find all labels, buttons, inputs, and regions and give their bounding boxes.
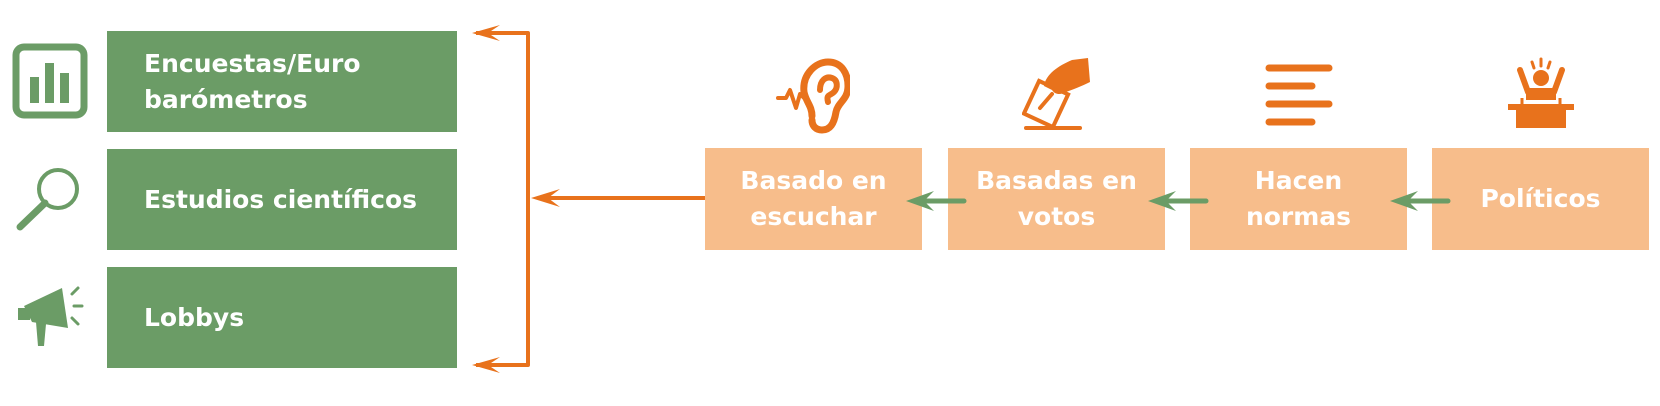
green-arrowhead-3 bbox=[1390, 191, 1418, 211]
source-box-surveys: Encuestas/Euro barómetros bbox=[107, 31, 457, 132]
chain-box-listening: Basado en escuchar bbox=[705, 148, 922, 250]
bracket-line bbox=[476, 31, 530, 367]
green-arrowhead-2 bbox=[1148, 191, 1176, 211]
ballot-vote-icon bbox=[1021, 56, 1094, 132]
source-label-studies: Estudios científicos bbox=[144, 184, 417, 214]
bar-chart-icon bbox=[12, 43, 88, 119]
green-arrowhead-1 bbox=[906, 191, 934, 211]
chain-label-politicians: Políticos bbox=[1480, 184, 1601, 213]
ear-icon bbox=[776, 56, 852, 134]
text-lines-icon bbox=[1264, 60, 1334, 130]
chain-label-listening: Basado en escuchar bbox=[740, 166, 887, 231]
chain-box-politicians: Políticos bbox=[1432, 148, 1649, 250]
source-box-studies: Estudios científicos bbox=[107, 149, 457, 250]
magnifier-icon bbox=[14, 165, 84, 233]
politician-podium-icon bbox=[1504, 56, 1578, 132]
chain-box-votes: Basadas en votos bbox=[948, 148, 1165, 250]
arrowhead-bottom bbox=[472, 357, 500, 373]
arrowhead-top bbox=[472, 25, 500, 41]
chain-label-votes: Basadas en votos bbox=[976, 166, 1137, 231]
megaphone-icon bbox=[14, 284, 84, 348]
source-label-surveys: Encuestas/Euro barómetros bbox=[144, 48, 361, 114]
main-arrowhead bbox=[531, 189, 560, 207]
source-label-lobbys: Lobbys bbox=[144, 302, 245, 332]
source-box-lobbys: Lobbys bbox=[107, 267, 457, 368]
chain-label-norms: Hacen normas bbox=[1245, 166, 1352, 231]
chain-box-norms: Hacen normas bbox=[1190, 148, 1407, 250]
